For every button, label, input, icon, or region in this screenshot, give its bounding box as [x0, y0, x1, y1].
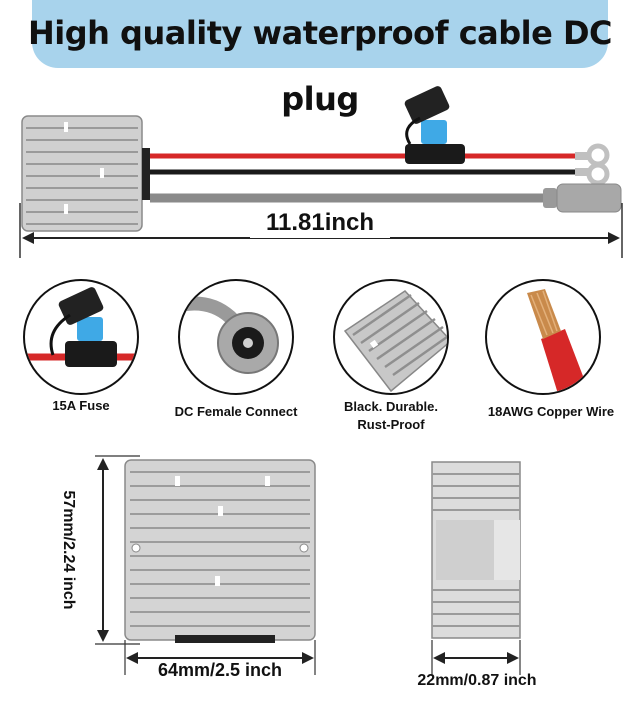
heatsink-icon [343, 290, 447, 393]
page-title: High quality waterproof cable DC plug [27, 14, 613, 118]
dc-plug-icon [543, 183, 622, 213]
dc-connector-label: DC Female Connect [174, 404, 298, 419]
depth-dimension-label: 22mm/0.87 inch [417, 672, 537, 689]
depth-dimension-arrow-icon [431, 640, 521, 675]
converter-with-cables-illustration [19, 86, 623, 258]
converter-body-icon [21, 115, 150, 232]
front-heatsink-illustration [124, 459, 316, 643]
heatsink-label-line2: Rust-Proof [357, 417, 425, 432]
side-heatsink-illustration [431, 461, 521, 639]
fuse-label: 15A Fuse [52, 398, 110, 413]
copper-wire-icon [527, 289, 590, 393]
copper-wire-label: 18AWG Copper Wire [487, 404, 615, 419]
heatsink-label-line1: Black. Durable. [344, 399, 438, 414]
copper-wire-feature-circle [485, 279, 601, 395]
cable-length-label: 11.81inch [250, 208, 390, 238]
fuse-feature-circle [23, 279, 139, 395]
height-dimension-arrow-icon [95, 455, 140, 645]
fuse-icon [25, 287, 137, 367]
header-banner [32, 0, 608, 68]
width-dimension-arrow-icon [124, 640, 316, 675]
dc-connector-feature-circle [178, 279, 294, 395]
dimension-drawing [95, 455, 521, 675]
heatsink-feature-circle [333, 279, 449, 395]
fuse-holder-icon [404, 86, 465, 164]
length-dimension-arrow-icon [19, 203, 623, 258]
dc-female-connector-icon [180, 296, 279, 374]
ring-terminal-icon [575, 143, 610, 186]
width-dimension-label: 64mm/2.5 inch [157, 660, 283, 680]
height-dimension-label: 57mm/2.24 inch [60, 490, 77, 610]
